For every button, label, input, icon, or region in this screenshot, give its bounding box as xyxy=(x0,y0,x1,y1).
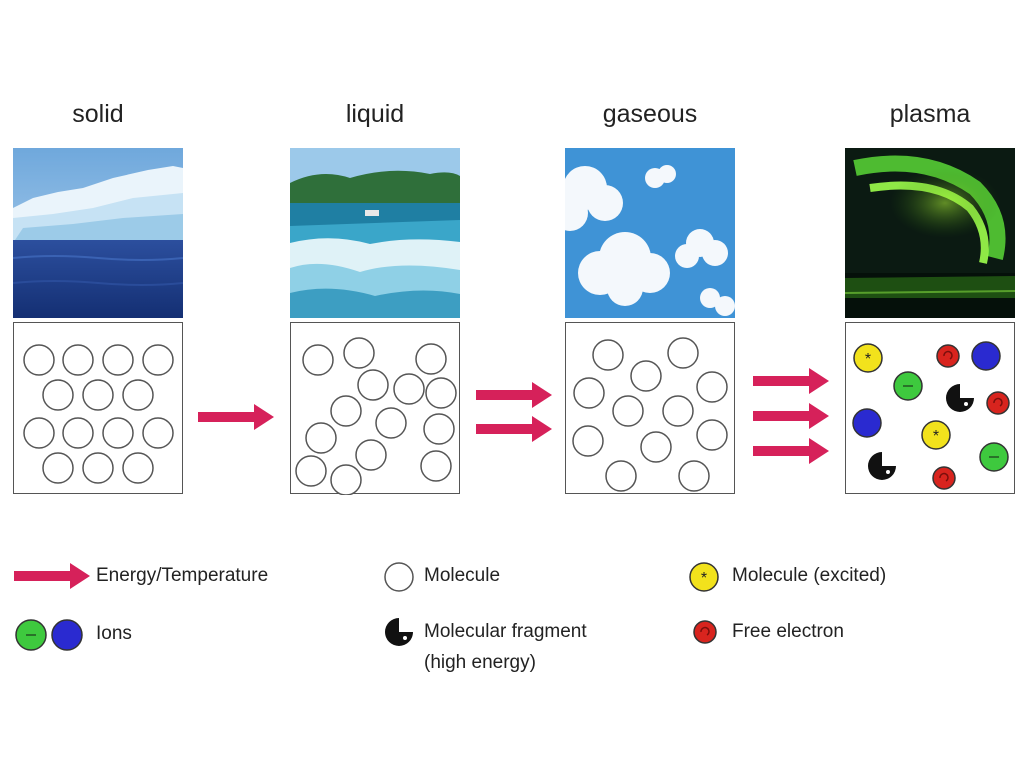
molecule xyxy=(375,407,407,439)
molecule xyxy=(423,413,455,445)
ion-positive xyxy=(852,408,882,438)
molecule xyxy=(42,452,74,484)
energy-arrow-icon xyxy=(476,416,552,442)
molecule xyxy=(142,344,174,376)
molecule xyxy=(102,344,134,376)
energy-arrow-icon xyxy=(476,382,552,408)
molecule xyxy=(305,422,337,454)
molecule xyxy=(630,360,662,392)
svg-text:*: * xyxy=(865,351,871,368)
ion-positive xyxy=(971,341,1001,371)
aurora-photo xyxy=(845,148,1015,318)
molecule xyxy=(330,464,362,495)
energy-arrow-icon xyxy=(753,368,829,394)
legend-electron-label: Free electron xyxy=(732,621,844,642)
state-title-plasma: plasma xyxy=(889,100,971,128)
electron xyxy=(936,344,960,368)
legend-energy-label: Energy/Temperature xyxy=(96,565,269,586)
energy-arrow-icon xyxy=(198,404,274,430)
excited-molecule-icon: * xyxy=(689,562,719,592)
svg-text:*: * xyxy=(701,570,707,587)
molecule xyxy=(355,439,387,471)
fragment-icon xyxy=(385,618,413,646)
molecule xyxy=(415,343,447,375)
molecule xyxy=(330,395,362,427)
state-title-solid: solid xyxy=(72,100,124,128)
gaseous-molecule-box xyxy=(565,322,735,494)
molecule xyxy=(592,339,624,371)
molecule xyxy=(605,460,637,492)
molecule xyxy=(667,337,699,369)
molecule xyxy=(62,417,94,449)
molecule xyxy=(23,344,55,376)
molecule xyxy=(122,452,154,484)
electron-icon xyxy=(693,620,717,644)
energy-arrow-icon xyxy=(753,438,829,464)
molecule xyxy=(62,344,94,376)
legend-molecule-label: Molecule xyxy=(424,565,501,586)
molecule xyxy=(295,455,327,487)
molecule xyxy=(678,460,710,492)
molecule xyxy=(425,377,457,409)
legend-fragment-label-line2: (high energy) xyxy=(424,652,536,673)
clouds-photo xyxy=(565,148,735,318)
molecule xyxy=(343,337,375,369)
excited-molecule: * xyxy=(853,343,883,373)
molecule xyxy=(122,379,154,411)
glacier-photo xyxy=(13,148,183,318)
svg-text:*: * xyxy=(933,428,939,445)
legend-fragment-label-line1: Molecular fragment xyxy=(424,621,587,642)
state-title-liquid: liquid xyxy=(345,100,405,128)
fragment xyxy=(946,384,974,412)
waterfall-photo xyxy=(290,148,460,318)
legend-excited-label: Molecule (excited) xyxy=(732,565,887,586)
molecule xyxy=(142,417,174,449)
molecule xyxy=(696,371,728,403)
electron xyxy=(932,466,956,490)
electron xyxy=(986,391,1010,415)
molecule xyxy=(572,425,604,457)
molecule xyxy=(102,417,134,449)
ion-negative xyxy=(979,442,1009,472)
molecule xyxy=(23,417,55,449)
legend-ions-label: Ions xyxy=(96,623,132,644)
molecule xyxy=(420,450,452,482)
solid-molecule-box xyxy=(13,322,183,494)
molecule xyxy=(696,419,728,451)
energy-arrow-icon xyxy=(14,563,90,589)
liquid-molecule-box xyxy=(290,322,460,495)
excited-molecule: * xyxy=(921,420,951,450)
molecule xyxy=(393,373,425,405)
molecule xyxy=(662,395,694,427)
molecule xyxy=(357,369,389,401)
molecule xyxy=(302,344,334,376)
molecule xyxy=(42,379,74,411)
molecule-icon xyxy=(384,562,414,592)
ion-negative xyxy=(893,371,923,401)
fragment xyxy=(868,452,896,480)
molecule xyxy=(82,452,114,484)
molecule xyxy=(640,431,672,463)
molecule xyxy=(573,377,605,409)
energy-arrow-icon xyxy=(753,403,829,429)
plasma-particle-box: * * xyxy=(845,322,1015,494)
molecule xyxy=(612,395,644,427)
molecule xyxy=(82,379,114,411)
state-title-gaseous: gaseous xyxy=(602,100,698,128)
ion-icon xyxy=(15,619,83,651)
